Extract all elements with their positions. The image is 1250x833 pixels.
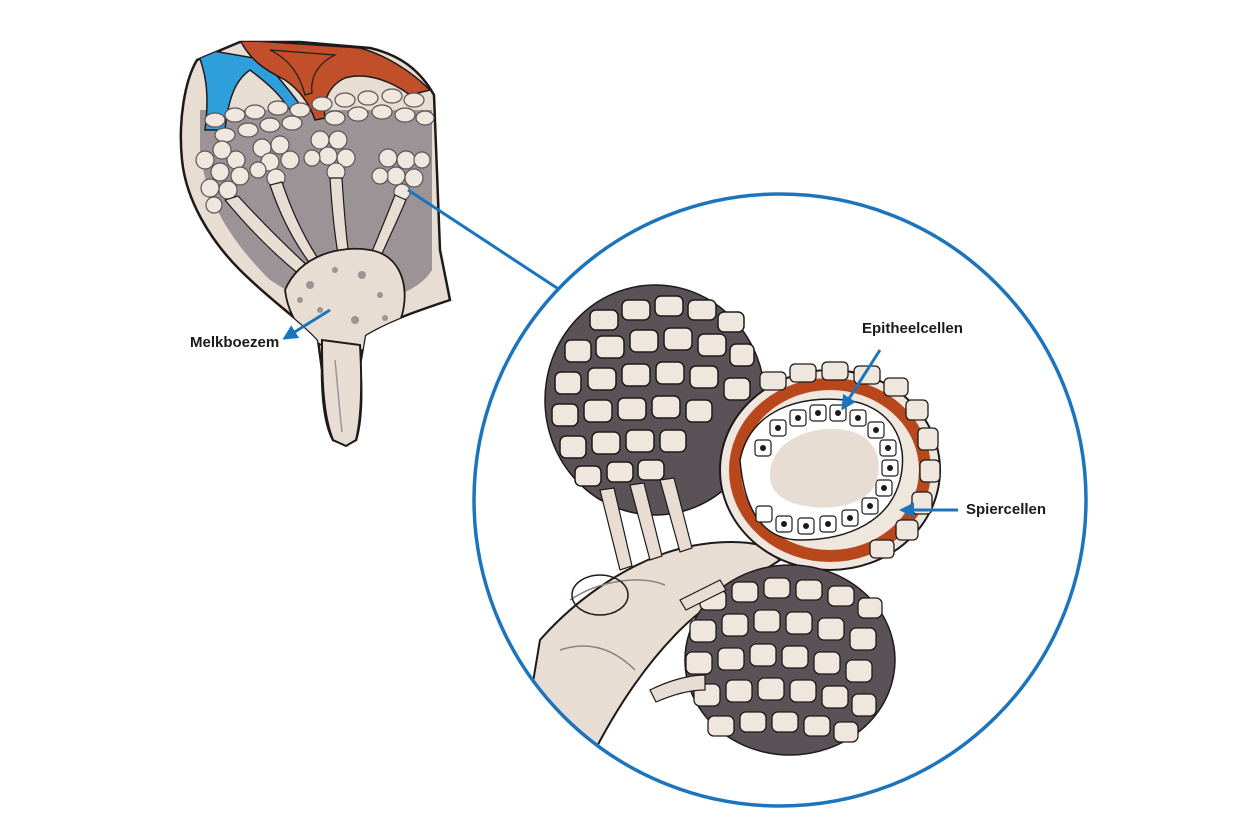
arrow-icon (282, 308, 331, 340)
label-epitheelcellen: Epitheelcellen (862, 320, 963, 337)
udder-section (179, 40, 452, 448)
label-spiercellen: Spiercellen (966, 501, 1046, 518)
zoom-connector-line (407, 188, 561, 292)
label-melkboezem: Melkboezem (190, 334, 279, 351)
arrow-icon (841, 349, 882, 411)
zoom-circle (472, 192, 1088, 808)
